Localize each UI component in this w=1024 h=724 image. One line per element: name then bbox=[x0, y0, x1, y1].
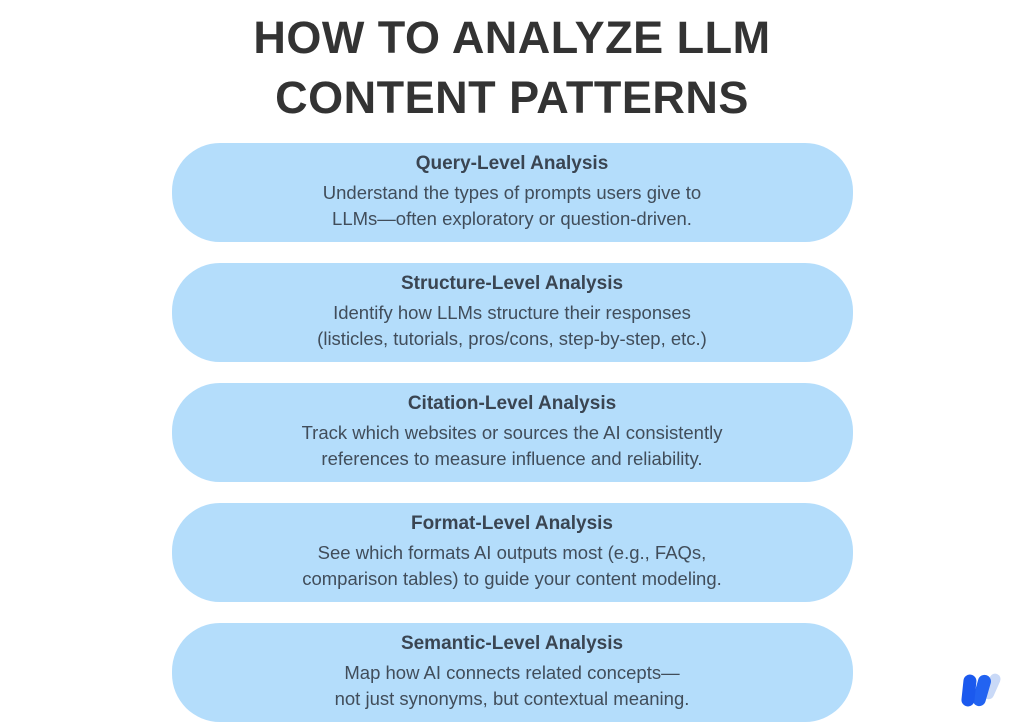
card-description: Map how AI connects related concepts—not… bbox=[334, 662, 690, 709]
page-title-line-1: HOW TO ANALYZE LLM bbox=[253, 12, 771, 63]
page-title: HOW TO ANALYZE LLM CONTENT PATTERNS bbox=[253, 8, 770, 128]
card-description: Identify how LLMs structure their respon… bbox=[317, 302, 707, 349]
card-format-level-analysis: Format-Level Analysis See which formats … bbox=[171, 503, 853, 602]
card-citation-level-analysis: Citation-Level Analysis Track which webs… bbox=[171, 383, 853, 482]
page-title-line-2: CONTENT PATTERNS bbox=[275, 72, 749, 123]
brand-w-logo-icon bbox=[961, 673, 1001, 707]
card-heading: Citation-Level Analysis bbox=[407, 393, 617, 414]
card-description: Track which websites or sources the AI c… bbox=[301, 422, 723, 469]
card-description: Understand the types of prompts users gi… bbox=[322, 182, 702, 229]
card-heading: Format-Level Analysis bbox=[410, 513, 614, 534]
card-heading: Structure-Level Analysis bbox=[400, 273, 624, 294]
card-query-level-analysis: Query-Level Analysis Understand the type… bbox=[171, 143, 853, 242]
analysis-cards-list: Query-Level Analysis Understand the type… bbox=[171, 143, 853, 722]
card-heading: Semantic-Level Analysis bbox=[400, 633, 624, 654]
card-description: See which formats AI outputs most (e.g.,… bbox=[302, 542, 722, 589]
card-semantic-level-analysis: Semantic-Level Analysis Map how AI conne… bbox=[171, 623, 853, 722]
card-structure-level-analysis: Structure-Level Analysis Identify how LL… bbox=[171, 263, 853, 362]
card-heading: Query-Level Analysis bbox=[415, 153, 609, 174]
